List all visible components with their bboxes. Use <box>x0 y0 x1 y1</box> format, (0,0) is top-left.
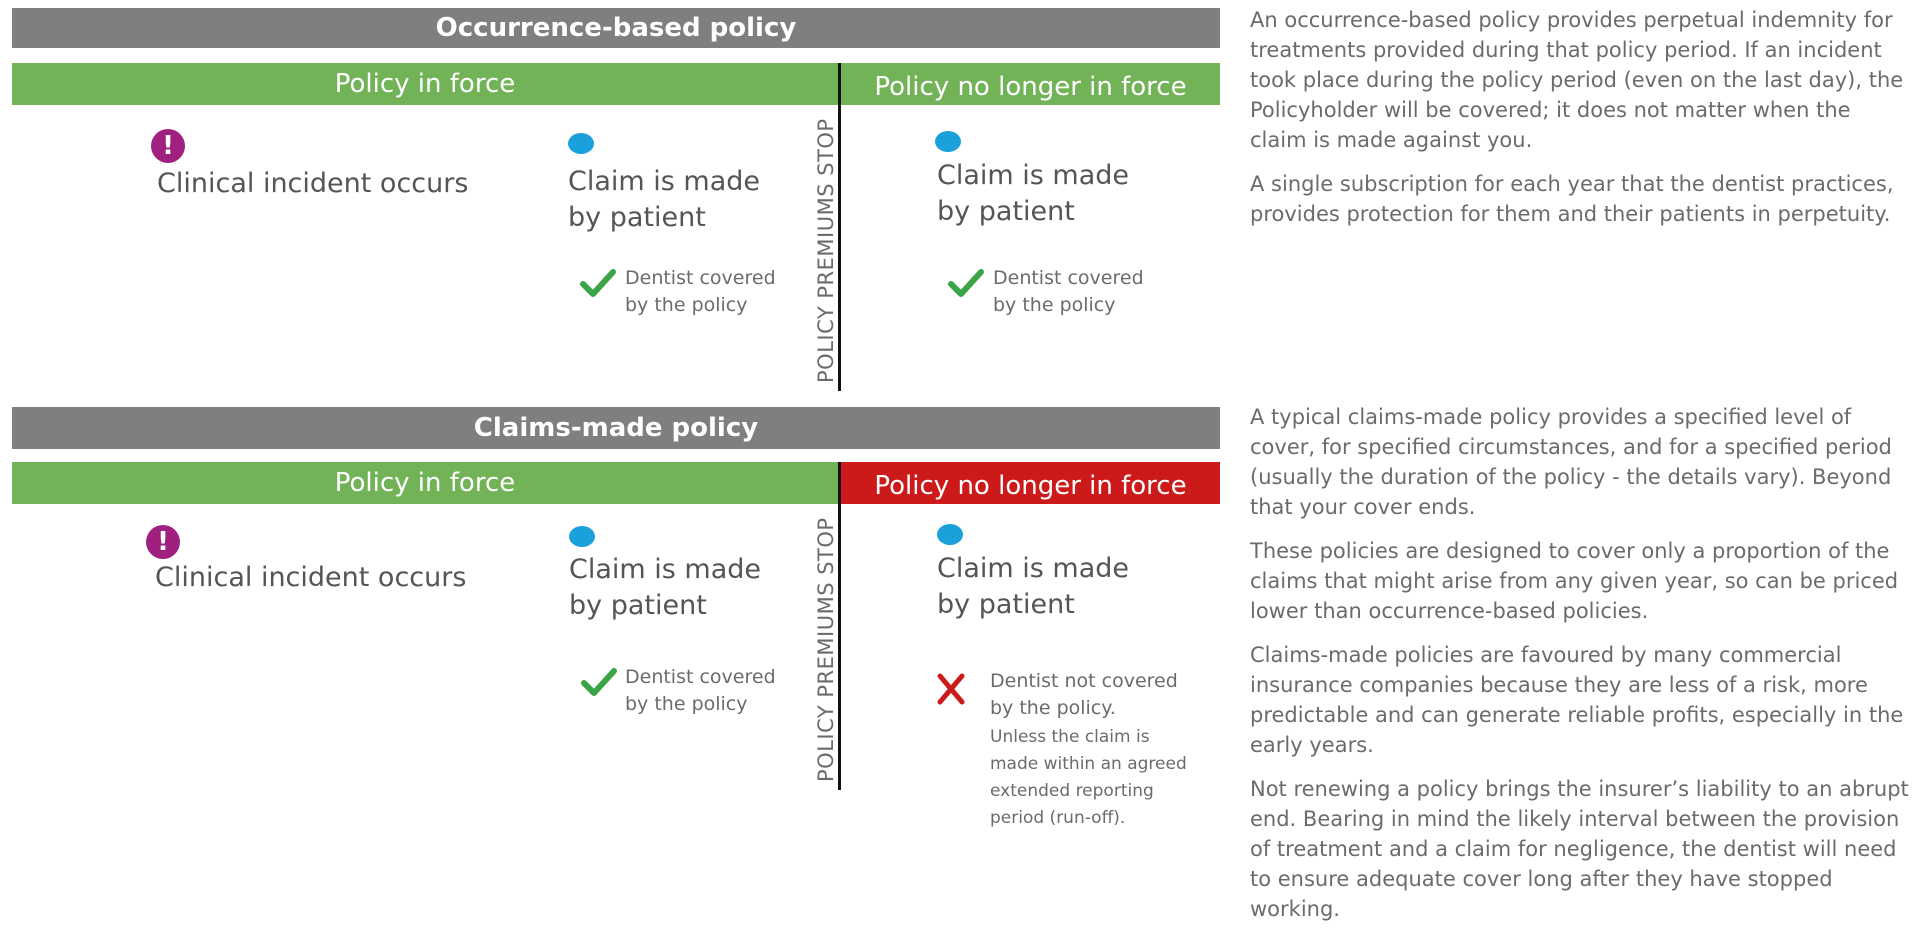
occurrence-no-longer-label: Policy no longer in force <box>874 72 1187 102</box>
occurrence-divider-line <box>838 63 841 391</box>
claims-made-claim1-line2: by patient <box>569 590 707 621</box>
occurrence-paragraph: A single subscription for each year that… <box>1250 172 1894 226</box>
claims-made-title-bar: Claims-made policy <box>12 407 1220 449</box>
occurrence-paragraph: An occurrence-based policy provides perp… <box>1250 8 1904 152</box>
blue-dot-icon <box>569 526 595 547</box>
claims-made-paragraph: These policies are designed to cover onl… <box>1250 539 1899 623</box>
occurrence-covered2-line2: by the policy <box>993 294 1116 316</box>
occurrence-premiums-stop: POLICY PREMIUMS STOP <box>814 118 838 383</box>
occurrence-covered1-line2: by the policy <box>625 294 748 316</box>
occurrence-in-force-label: Policy in force <box>334 69 516 99</box>
check-icon <box>580 269 616 297</box>
blue-dot-icon <box>935 131 961 152</box>
claims-made-not-covered-line1: Dentist not covered <box>990 670 1178 692</box>
occurrence-claim2-line1: Claim is made <box>937 160 1130 191</box>
claims-made-title: Claims-made policy <box>473 413 759 443</box>
claims-made-runoff-line1: Unless the claim is <box>990 727 1150 747</box>
check-icon <box>581 668 617 696</box>
claims-made-claim1-line1: Claim is made <box>569 554 762 585</box>
x-icon <box>937 673 965 705</box>
claims-made-claim2-line1: Claim is made <box>937 553 1130 584</box>
claims-made-covered1-line2: by the policy <box>625 693 748 715</box>
occurrence-covered2-line1: Dentist covered <box>993 267 1144 289</box>
blue-dot-icon <box>937 524 963 545</box>
claims-made-in-force-bar: Policy in force <box>12 462 838 504</box>
occurrence-title: Occurrence-based policy <box>435 13 797 43</box>
claims-made-claim2-line2: by patient <box>937 589 1075 620</box>
claims-made-paragraph: Not renewing a policy brings the insurer… <box>1250 777 1909 921</box>
claims-made-covered1-line1: Dentist covered <box>625 666 776 688</box>
occurrence-no-longer-bar: Policy no longer in force <box>841 63 1220 105</box>
claims-made-not-covered-line2: by the policy. <box>990 697 1116 719</box>
claims-made-no-longer-bar: Policy no longer in force <box>841 462 1220 504</box>
exclamation-circle-icon: ! <box>146 525 180 559</box>
occurrence-claim1-line1: Claim is made <box>568 166 761 197</box>
claims-made-runoff-line2: made within an agreed <box>990 754 1187 774</box>
claims-made-incident-label: Clinical incident occurs <box>155 562 467 593</box>
exclamation-circle-icon: ! <box>151 129 185 163</box>
occurrence-in-force-bar: Policy in force <box>12 63 838 105</box>
occurrence-claim2-line2: by patient <box>937 196 1075 227</box>
claims-made-paragraph: Claims-made policies are favoured by man… <box>1250 643 1904 757</box>
claims-made-no-longer-label: Policy no longer in force <box>874 471 1187 501</box>
claims-made-premiums-stop: POLICY PREMIUMS STOP <box>814 517 838 782</box>
claims-made-in-force-label: Policy in force <box>334 468 516 498</box>
occurrence-description: An occurrence-based policy provides perp… <box>1250 5 1910 243</box>
claims-made-runoff-line4: period (run-off). <box>990 808 1126 828</box>
occurrence-incident-label: Clinical incident occurs <box>157 168 469 199</box>
occurrence-title-bar: Occurrence-based policy <box>12 8 1220 48</box>
claims-made-paragraph: A typical claims-made policy provides a … <box>1250 405 1892 519</box>
occurrence-claim1-line2: by patient <box>568 202 706 233</box>
check-icon <box>948 269 984 297</box>
claims-made-description: A typical claims-made policy provides a … <box>1250 402 1910 938</box>
claims-made-divider-line <box>838 462 841 790</box>
blue-dot-icon <box>568 133 594 154</box>
occurrence-covered1-line1: Dentist covered <box>625 267 776 289</box>
claims-made-runoff-line3: extended reporting <box>990 781 1154 801</box>
